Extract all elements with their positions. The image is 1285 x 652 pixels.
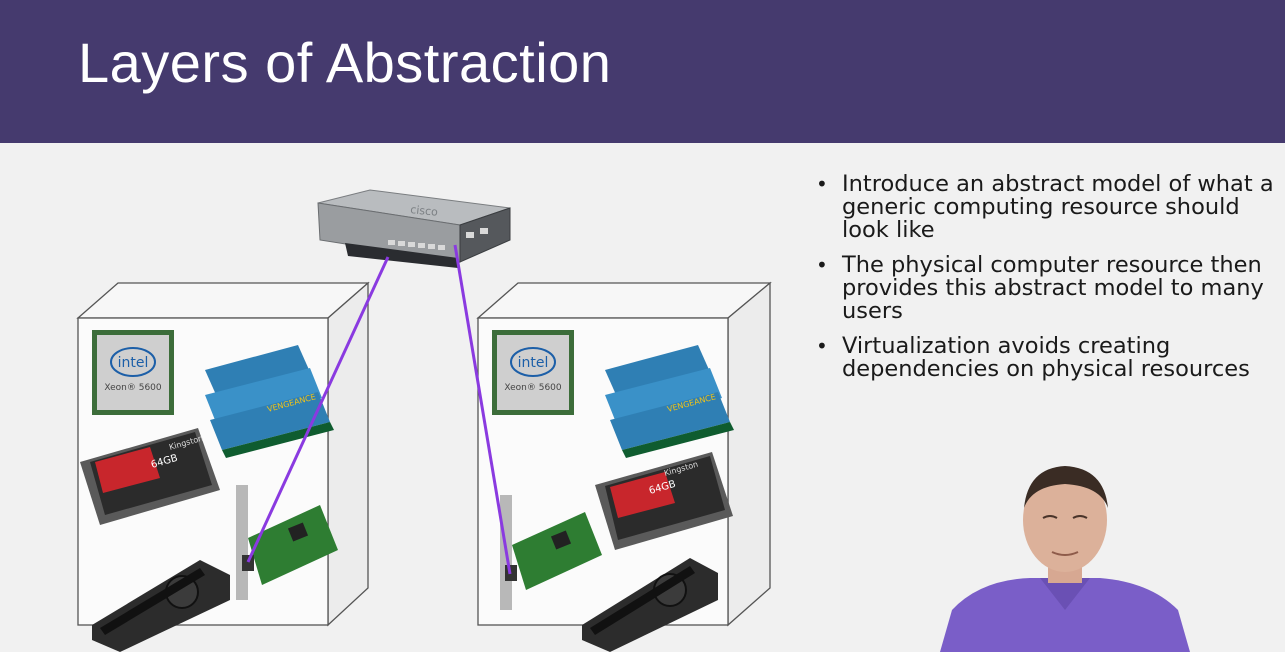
cpu-brand-label: intel <box>118 355 149 371</box>
presenter-video <box>940 466 1190 652</box>
bullet-dot-icon: • <box>816 334 828 358</box>
bullet-dot-icon: • <box>816 253 828 277</box>
network-link-right <box>453 244 512 575</box>
bullet-list: • Introduce an abstract model of what a g… <box>814 173 1274 393</box>
cpu-model-label-right: Xeon® 5600 <box>504 383 562 393</box>
bullet-dot-icon: • <box>816 172 828 196</box>
cpu-chip-left: intel Xeon® 5600 <box>92 330 174 415</box>
bullet-text: Introduce an abstract model of what a ge… <box>842 171 1274 243</box>
bullet-item: • The physical computer resource then pro… <box>814 254 1274 323</box>
cpu-model-label: Xeon® 5600 <box>104 383 162 393</box>
switch-brand-label: cisco <box>410 203 439 219</box>
abstraction-diagram: cisco intel Xeon® 5600 VENGEANCE Kingsto… <box>76 189 772 652</box>
bullet-item: • Introduce an abstract model of what a g… <box>814 173 1274 242</box>
title-bar: Layers of Abstraction <box>0 0 1285 143</box>
network-link-left <box>246 256 390 563</box>
gpu-card-right <box>582 558 718 652</box>
ssd-drive-right: Kingston 64GB <box>595 452 733 550</box>
ssd-drive-left: Kingston 64GB <box>80 428 220 525</box>
bullet-text: The physical computer resource then prov… <box>842 252 1264 324</box>
gpu-card-left <box>92 560 230 652</box>
slide-title: Layers of Abstraction <box>78 31 612 94</box>
network-switch: cisco <box>317 189 511 268</box>
network-card-left <box>236 485 338 600</box>
bullet-text: Virtualization avoids creating dependenc… <box>842 333 1250 382</box>
cpu-chip-right: intel Xeon® 5600 <box>492 330 574 415</box>
cpu-brand-label-right: intel <box>518 355 549 371</box>
ram-modules-right: VENGEANCE <box>605 345 734 458</box>
ram-modules-left: VENGEANCE <box>205 345 334 458</box>
bullet-item: • Virtualization avoids creating dependen… <box>814 335 1274 381</box>
